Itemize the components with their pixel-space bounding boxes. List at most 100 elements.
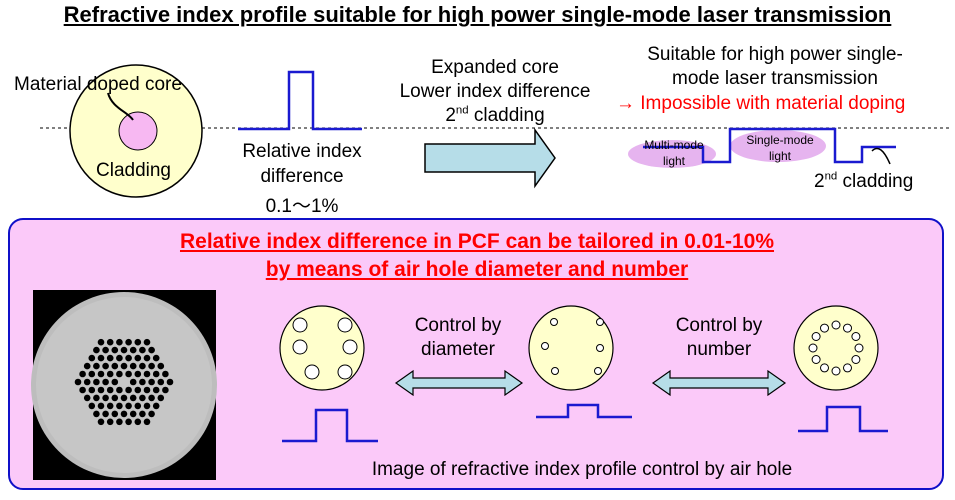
second-cladding-rest: cladding <box>837 171 914 192</box>
index-diff-label-1: Relative index <box>242 141 362 162</box>
ring-air-hole <box>843 323 852 333</box>
pcf-air-hole <box>134 386 142 394</box>
pcf-air-hole <box>152 370 160 378</box>
core-label: Material doped core <box>14 74 182 95</box>
pcf-air-hole <box>106 418 114 426</box>
core-pointer-line <box>107 92 134 121</box>
pcf-air-hole <box>129 346 137 354</box>
w-index-profile <box>643 127 896 164</box>
pcf-air-hole <box>97 370 105 378</box>
pcf-air-hole <box>111 378 119 386</box>
pcf-air-hole <box>88 370 96 378</box>
pcf-air-hole <box>143 354 151 362</box>
control-diameter-2: diameter <box>421 339 495 360</box>
pcf-air-hole <box>120 346 128 354</box>
pcf-air-hole <box>134 354 142 362</box>
ring-air-hole <box>851 332 861 341</box>
pcf-air-hole <box>125 402 132 410</box>
arrow-text-1: Expanded core <box>431 57 559 78</box>
pcf-air-hole <box>111 346 119 354</box>
pcf-air-hole <box>129 378 137 386</box>
pcf-air-hole <box>102 378 109 386</box>
ring-air-hole <box>811 332 821 341</box>
pcf-air-hole <box>129 362 137 370</box>
double-arrow-diameter <box>394 369 524 397</box>
pcf-air-hole <box>125 338 132 346</box>
multimode-label-2: light <box>662 154 685 168</box>
control-diameter-1: Control by <box>414 315 502 336</box>
pcf-air-hole <box>134 418 142 426</box>
pcf-caption: Image of refractive index profile contro… <box>371 459 793 480</box>
index-diff-label-2: difference <box>260 166 344 187</box>
ring-air-hole <box>854 343 864 353</box>
pcf-air-hole <box>97 354 105 362</box>
pcf-air-hole <box>102 394 109 402</box>
pcf-design-many-holes <box>793 305 879 391</box>
pcf-air-hole <box>148 378 155 386</box>
pcf-air-hole <box>97 386 105 394</box>
singlemode-label: Single-mode <box>746 133 814 147</box>
pcf-air-hole <box>125 386 132 394</box>
profile-large-holes <box>282 408 378 443</box>
index-diff-label-3: 0.1～1% <box>265 196 339 217</box>
arrow-text-3-main: 2 <box>445 105 456 126</box>
pcf-air-hole <box>125 354 132 362</box>
pcf-air-hole <box>106 402 114 410</box>
pcf-air-hole <box>102 346 109 354</box>
pcf-air-hole <box>88 386 96 394</box>
pcf-air-hole <box>134 402 142 410</box>
pcf-air-hole <box>157 378 165 386</box>
pcf-air-hole <box>116 354 123 362</box>
pcf-air-hole <box>139 346 146 354</box>
pcf-air-hole <box>93 378 100 386</box>
pcf-title-1: Relative index difference in PCF can be … <box>179 230 775 253</box>
pcf-air-hole <box>116 418 123 426</box>
control-number-1: Control by <box>675 315 763 336</box>
pcf-air-hole <box>143 338 151 346</box>
step-index-profile <box>238 70 362 131</box>
pcf-photo-disc-inner <box>36 297 212 473</box>
pcf-air-hole <box>120 362 128 370</box>
pcf-air-hole <box>79 386 86 394</box>
pcf-air-hole <box>120 410 128 418</box>
pcf-air-hole <box>93 362 100 370</box>
pcf-air-hole <box>97 338 105 346</box>
pcf-air-hole <box>120 394 128 402</box>
double-arrow-number <box>651 369 787 397</box>
pcf-air-hole <box>111 362 119 370</box>
singlemode-label-2: light <box>768 149 791 163</box>
pcf-air-hole <box>162 386 169 394</box>
pcf-air-hole <box>162 370 169 378</box>
pcf-air-hole <box>111 410 119 418</box>
pcf-air-hole <box>125 370 132 378</box>
pcf-air-hole <box>125 418 132 426</box>
cladding-label: Cladding <box>96 160 171 181</box>
pcf-air-hole <box>93 410 100 418</box>
second-cladding-main: 2 <box>814 171 825 192</box>
profile-small-holes <box>536 403 632 419</box>
pcf-air-hole <box>116 338 123 346</box>
pcf-air-hole <box>102 410 109 418</box>
pcf-air-hole <box>166 378 174 386</box>
pcf-air-hole <box>116 402 123 410</box>
ring-air-hole <box>808 343 818 353</box>
second-cladding-sup: nd <box>824 170 838 183</box>
pcf-air-hole <box>129 410 137 418</box>
pcf-air-hole <box>139 394 146 402</box>
ring-air-holes <box>808 320 864 376</box>
pcf-air-hole <box>79 370 86 378</box>
suitable-text-1: Suitable for high power single- <box>647 44 903 65</box>
ring-air-hole <box>811 355 821 364</box>
pcf-air-hole <box>111 394 119 402</box>
pcf-air-hole <box>83 378 91 386</box>
pcf-air-hole <box>143 402 151 410</box>
pcf-air-hole <box>134 338 142 346</box>
second-cladding-label: 2nd cladding <box>814 171 913 193</box>
pcf-air-hole <box>134 370 142 378</box>
profile-many-holes <box>798 405 888 433</box>
pcf-air-hole <box>83 362 91 370</box>
pcf-air-hole <box>152 354 160 362</box>
pcf-air-hole <box>102 362 109 370</box>
ring-air-hole <box>831 320 841 330</box>
pcf-air-hole <box>129 394 137 402</box>
